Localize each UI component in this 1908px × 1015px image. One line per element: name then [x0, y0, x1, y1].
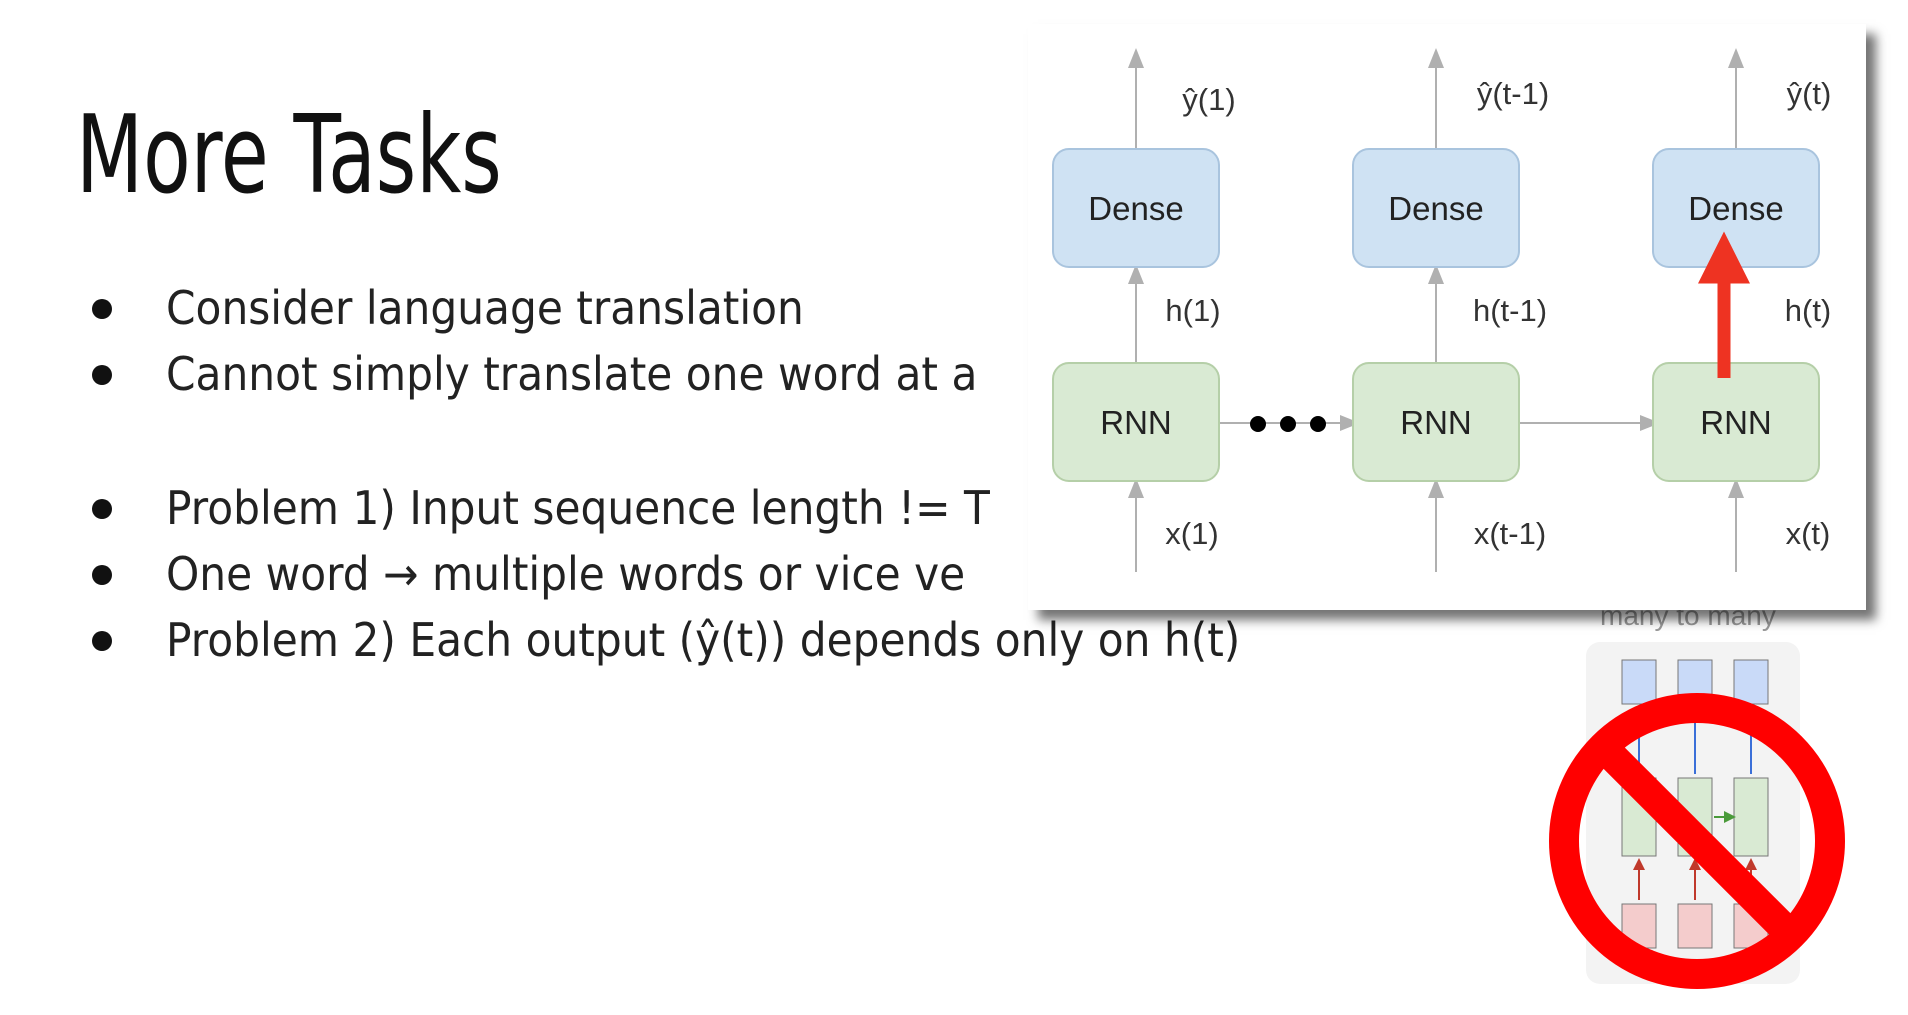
bullet-dot [92, 498, 112, 519]
input-label-2: x(t-1) [1474, 516, 1546, 551]
bullet-text: Cannot simply translate one word at a [166, 347, 978, 401]
bullet-text: One word → multiple words or vice ve [166, 547, 966, 601]
bullet-item: Problem 1) Input sequence length != T [92, 478, 1062, 538]
bullet-text: Consider language translation [166, 281, 804, 335]
bullet-dot [92, 630, 112, 651]
rnn-cell-boxes [1052, 362, 1820, 482]
hidden-label-1: h(1) [1165, 293, 1220, 328]
vertical-arrows [1128, 48, 1744, 572]
bullet-dot [92, 364, 112, 385]
output-label-3: ŷ(t) [1787, 76, 1832, 111]
rnn-label-1: RNN [1100, 404, 1172, 441]
bullet-dot [92, 564, 112, 585]
rnn-label-3: RNN [1700, 404, 1772, 441]
output-label-2: ŷ(t-1) [1477, 76, 1549, 111]
slide-title: More Tasks [76, 93, 502, 218]
hidden-label-2: h(t-1) [1473, 293, 1547, 328]
prohibition-icon [1549, 693, 1845, 989]
bullet-dot [92, 298, 112, 319]
dense-layer-boxes [1052, 148, 1820, 268]
bullet-text: Problem 1) Input sequence length != T [166, 481, 990, 535]
dense-label-3: Dense [1688, 190, 1783, 227]
bullet-item: Consider language translation [92, 278, 859, 338]
hidden-label-3: h(t) [1785, 293, 1832, 328]
rnn-diagram-svg: Dense Dense Dense RNN RNN RNN ŷ(1) ŷ(t-1… [1052, 48, 1832, 572]
dense-label-2: Dense [1388, 190, 1483, 227]
bullet-item: One word → multiple words or vice ve [92, 544, 1035, 604]
bullet-item: Cannot simply translate one word at a [92, 344, 1048, 404]
output-label-1: ŷ(1) [1182, 82, 1235, 117]
dense-label-1: Dense [1088, 190, 1183, 227]
bullet-item: Problem 2) Each output (ŷ(t)) depends on… [92, 610, 1334, 670]
rnn-diagram: Dense Dense Dense RNN RNN RNN ŷ(1) ŷ(t-1… [1028, 24, 1866, 610]
input-label-1: x(1) [1165, 516, 1218, 551]
rnn-label-2: RNN [1400, 404, 1472, 441]
input-label-3: x(t) [1786, 516, 1831, 551]
bullet-text: Problem 2) Each output (ŷ(t)) depends on… [166, 613, 1241, 667]
ellipsis-dots [1250, 416, 1326, 432]
